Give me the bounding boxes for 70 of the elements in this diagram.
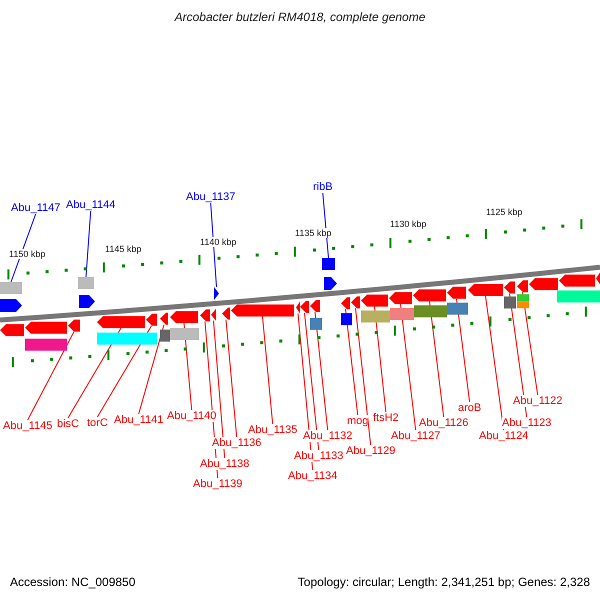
gene-label: Abu_1144	[66, 199, 116, 211]
gene-feature	[310, 300, 320, 312]
gene-feature	[222, 308, 230, 320]
gene-label: Abu_1137	[186, 191, 236, 203]
leader-line	[374, 306, 386, 412]
leader-line	[400, 304, 416, 430]
gene-label: Abu_1147	[11, 202, 60, 214]
gene-label: Abu_1126	[419, 417, 468, 429]
gene-label: Abu_1124	[479, 430, 528, 442]
scale-label: 1125 kbp	[486, 207, 522, 217]
leader-line	[226, 319, 238, 438]
gene-label: Abu_1122	[513, 395, 562, 407]
gene-label: aroB	[458, 402, 482, 414]
gene-feature	[389, 292, 412, 304]
gene-label: mog	[347, 415, 368, 427]
leader-line	[522, 292, 538, 396]
gene-feature	[300, 300, 309, 313]
gene-feature	[0, 324, 24, 336]
leader-line	[27, 331, 74, 420]
leader-line	[345, 308, 358, 416]
gene-label: Abu_1129	[346, 445, 396, 457]
scale-label: 1150 kbp	[9, 249, 46, 259]
gene-label: Abu_1138	[200, 458, 250, 470]
leader-line	[485, 295, 504, 430]
gene-label: Abu_1139	[193, 478, 242, 490]
leader-line	[210, 202, 217, 288]
gene-feature	[214, 287, 219, 300]
footer-text: Topology: circular; Length: 2,341,251 bp; Genes: 2,328	[298, 576, 590, 588]
scale-label: 1145 kbp	[105, 244, 142, 254]
leader-line	[509, 293, 528, 418]
leader-line	[429, 300, 444, 418]
gene-box	[0, 282, 22, 294]
gene-label: Abu_1132	[303, 430, 352, 442]
gene-label: bisC	[57, 418, 80, 430]
gene-label: Abu_1145	[3, 420, 52, 432]
gene-label: Abu_1133	[294, 450, 344, 462]
gene-feature	[447, 286, 466, 299]
gene-box	[322, 258, 335, 270]
leader-line	[68, 328, 122, 418]
gene-label: Abu_1141	[114, 414, 164, 426]
leader-line	[10, 214, 36, 282]
leader-line	[86, 210, 92, 278]
gene-label: ftsH2	[373, 412, 399, 424]
leader-line	[213, 320, 226, 458]
title: Arcobacter butzleri RM4018, complete genome	[173, 11, 426, 23]
gene-label: Abu_1123	[502, 417, 552, 429]
scale-label: 1130 kbp	[390, 219, 426, 229]
leader-line	[314, 311, 328, 430]
gene-feature	[341, 297, 350, 310]
gene-label: Abu_1140	[167, 410, 216, 422]
leader-line	[138, 324, 164, 414]
gene-feature	[170, 311, 198, 324]
gene-label: Abu_1136	[212, 437, 262, 449]
gene-label: Abu_1135	[248, 424, 298, 436]
gene-label: Abu_1127	[391, 430, 440, 442]
gene-label: torC	[87, 417, 108, 429]
gene-feature	[413, 289, 446, 302]
leader-line	[456, 298, 470, 402]
footer-text: Accession: NC_009850	[10, 576, 136, 588]
leader-line	[96, 325, 152, 418]
scale-label: 1140 kbp	[200, 237, 236, 247]
gene-label: ribB	[313, 181, 333, 193]
gene-box	[78, 277, 94, 289]
gene-label: Abu_1134	[288, 470, 338, 482]
scale-label: 1135 kbp	[295, 228, 332, 238]
leader-line	[355, 308, 372, 446]
leader-line	[304, 312, 320, 450]
leader-line	[184, 322, 192, 410]
gene-feature	[160, 312, 168, 325]
leader-line	[262, 316, 274, 424]
